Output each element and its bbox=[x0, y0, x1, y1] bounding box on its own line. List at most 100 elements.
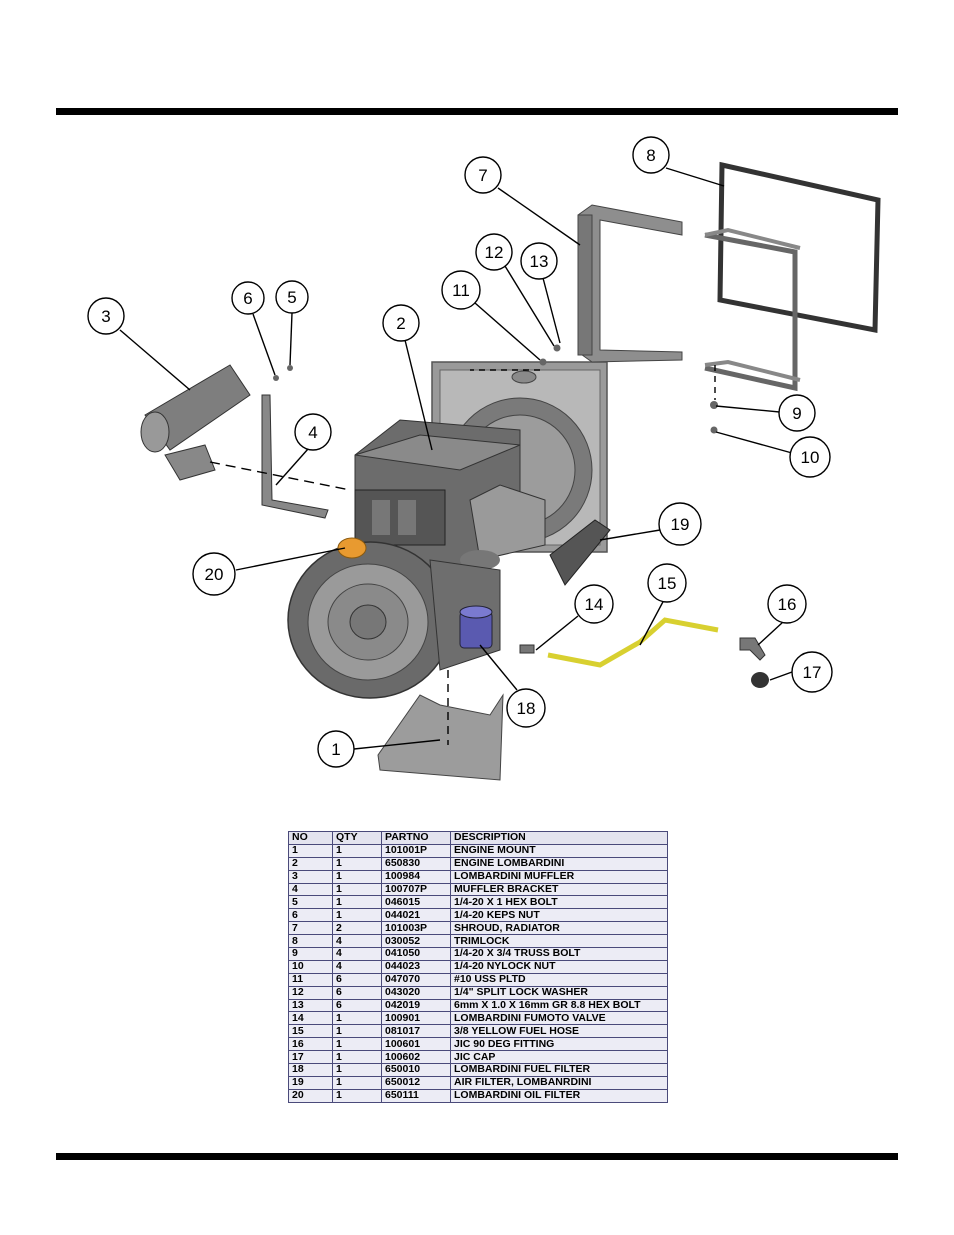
cell-description: MUFFLER BRACKET bbox=[450, 882, 668, 897]
engine bbox=[354, 419, 546, 581]
cell-no: 11 bbox=[288, 972, 333, 987]
cell-no: 20 bbox=[288, 1088, 333, 1103]
callout-15: 15 bbox=[647, 563, 687, 603]
callout-7: 7 bbox=[464, 156, 502, 194]
engine-mount bbox=[377, 693, 504, 781]
header-qty: QTY bbox=[332, 831, 382, 845]
cell-no: 17 bbox=[288, 1050, 333, 1065]
svg-text:14: 14 bbox=[585, 595, 604, 614]
cell-no: 12 bbox=[288, 985, 333, 1000]
cell-no: 8 bbox=[288, 934, 333, 949]
oil-filter bbox=[337, 537, 367, 559]
cell-partno: 042019 bbox=[381, 998, 451, 1013]
cell-qty: 4 bbox=[332, 947, 382, 961]
cell-partno: 100601 bbox=[381, 1037, 451, 1052]
jic-cap bbox=[751, 672, 769, 688]
cell-no: 18 bbox=[288, 1063, 333, 1077]
cell-description: LOMBARDINI FUEL FILTER bbox=[450, 1063, 668, 1077]
callout-18: 18 bbox=[506, 688, 546, 728]
cell-no: 6 bbox=[288, 908, 333, 923]
cell-description: JIC 90 DEG FITTING bbox=[450, 1037, 668, 1052]
cell-partno: 081017 bbox=[381, 1024, 451, 1039]
cell-qty: 1 bbox=[332, 1088, 382, 1103]
svg-text:5: 5 bbox=[287, 288, 296, 307]
callout-10: 10 bbox=[789, 436, 831, 478]
hardware-12-13 bbox=[553, 344, 561, 352]
cell-qty: 1 bbox=[332, 1063, 382, 1077]
cell-partno: 030052 bbox=[381, 934, 451, 949]
cell-qty: 1 bbox=[332, 856, 382, 871]
svg-text:7: 7 bbox=[478, 166, 487, 185]
callout-16: 16 bbox=[767, 584, 807, 624]
svg-text:2: 2 bbox=[396, 314, 405, 333]
radiator-shroud bbox=[577, 204, 683, 363]
cell-description: 6mm X 1.0 X 16mm GR 8.8 HEX BOLT bbox=[450, 998, 668, 1013]
cell-no: 16 bbox=[288, 1037, 333, 1052]
svg-text:8: 8 bbox=[646, 146, 655, 165]
svg-text:6: 6 bbox=[243, 289, 252, 308]
cell-partno: 650010 bbox=[381, 1063, 451, 1077]
svg-text:20: 20 bbox=[205, 565, 224, 584]
cell-no: 19 bbox=[288, 1075, 333, 1090]
callout-12: 12 bbox=[475, 233, 513, 271]
cell-description: 1/4-20 X 3/4 TRUSS BOLT bbox=[450, 947, 668, 961]
header-partno: PARTNO bbox=[381, 831, 451, 845]
cell-partno: 650111 bbox=[381, 1088, 451, 1103]
cell-description: LOMBARDINI OIL FILTER bbox=[450, 1088, 668, 1103]
cell-partno: 101001P bbox=[381, 843, 451, 858]
fuel-filter bbox=[459, 605, 493, 649]
cell-description: LOMBARDINI MUFFLER bbox=[450, 869, 668, 884]
cell-no: 13 bbox=[288, 998, 333, 1013]
cell-description: #10 USS PLTD bbox=[450, 972, 668, 987]
cell-description: TRIMLOCK bbox=[450, 934, 668, 949]
cell-partno: 041050 bbox=[381, 947, 451, 961]
cell-no: 5 bbox=[288, 895, 333, 910]
svg-text:4: 4 bbox=[308, 423, 317, 442]
cell-qty: 1 bbox=[332, 908, 382, 923]
cell-qty: 6 bbox=[332, 998, 382, 1013]
cell-partno: 100901 bbox=[381, 1011, 451, 1026]
callout-14: 14 bbox=[574, 584, 614, 624]
callout-17: 17 bbox=[791, 651, 833, 693]
cell-description: ENGINE MOUNT bbox=[450, 843, 668, 858]
cell-description: 3/8 YELLOW FUEL HOSE bbox=[450, 1024, 668, 1039]
cell-no: 3 bbox=[288, 869, 333, 884]
cell-description: ENGINE LOMBARDINI bbox=[450, 856, 668, 871]
cell-qty: 6 bbox=[332, 972, 382, 987]
cell-no: 2 bbox=[288, 856, 333, 871]
cell-partno: 101003P bbox=[381, 921, 451, 936]
cell-partno: 043020 bbox=[381, 985, 451, 1000]
radiator-shroud-rear bbox=[704, 227, 801, 392]
cell-partno: 044021 bbox=[381, 908, 451, 923]
cell-qty: 1 bbox=[332, 843, 382, 858]
cell-no: 14 bbox=[288, 1011, 333, 1026]
cell-no: 10 bbox=[288, 959, 333, 974]
leader-lines bbox=[119, 167, 793, 750]
svg-text:17: 17 bbox=[803, 663, 822, 682]
cell-qty: 1 bbox=[332, 1050, 382, 1065]
nut-6 bbox=[273, 375, 279, 381]
svg-text:3: 3 bbox=[101, 307, 110, 326]
svg-text:19: 19 bbox=[671, 515, 690, 534]
jic-fitting bbox=[739, 637, 766, 661]
cell-description: 1/4-20 KEPS NUT bbox=[450, 908, 668, 923]
bottom-rule bbox=[56, 1153, 898, 1160]
callout-1: 1 bbox=[317, 730, 355, 768]
cell-description: 1/4-20 NYLOCK NUT bbox=[450, 959, 668, 974]
cell-no: 9 bbox=[288, 947, 333, 961]
cell-description: JIC CAP bbox=[450, 1050, 668, 1065]
callout-19: 19 bbox=[658, 502, 702, 546]
svg-text:15: 15 bbox=[658, 574, 677, 593]
cell-partno: 044023 bbox=[381, 959, 451, 974]
callout-6: 6 bbox=[231, 281, 265, 315]
